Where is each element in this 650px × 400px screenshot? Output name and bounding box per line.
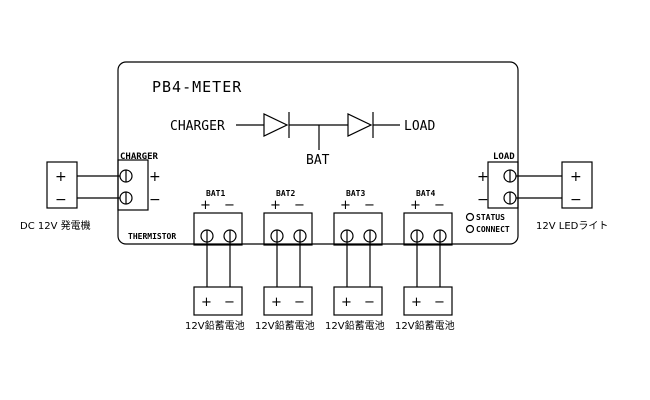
battery-3-box bbox=[333, 286, 383, 316]
bat1-port-plus: + bbox=[200, 198, 211, 213]
load-terminal-block bbox=[487, 161, 519, 209]
charger-terminal-block bbox=[117, 159, 149, 211]
led-light-label: 12V LEDライト bbox=[536, 220, 608, 232]
device-title: PB4-METER bbox=[152, 78, 242, 96]
bat3-terminal-block bbox=[333, 212, 383, 246]
charger-port-minus: − bbox=[149, 192, 161, 208]
charger-port-plus: + bbox=[149, 169, 161, 185]
bat1-terminal-block bbox=[193, 212, 243, 246]
bat4-port-minus: − bbox=[434, 198, 445, 213]
bat1-port-label: BAT1 bbox=[206, 189, 225, 198]
battery-1-minus: − bbox=[224, 295, 235, 310]
battery-2-plus: + bbox=[271, 295, 282, 310]
dc-generator-box bbox=[46, 161, 78, 209]
charger-port-label: CHARGER bbox=[120, 152, 159, 162]
bat3-port-label: BAT3 bbox=[346, 189, 365, 198]
battery-2-label: 12V鉛蓄電池 bbox=[255, 319, 315, 332]
dc-generator-label: DC 12V 発電機 bbox=[20, 219, 91, 232]
bat2-port-plus: + bbox=[270, 198, 281, 213]
battery-1-box bbox=[193, 286, 243, 316]
battery-4-box bbox=[403, 286, 453, 316]
bat3-port-plus: + bbox=[340, 198, 351, 213]
meter-enclosure bbox=[117, 61, 519, 245]
battery-2-minus: − bbox=[294, 295, 305, 310]
battery-1-label: 12V鉛蓄電池 bbox=[185, 319, 245, 332]
battery-4-plus: + bbox=[411, 295, 422, 310]
battery-3-minus: − bbox=[364, 295, 375, 310]
battery-2-box bbox=[263, 286, 313, 316]
battery-1-plus: + bbox=[201, 295, 212, 310]
dc-minus-sign: − bbox=[55, 192, 67, 208]
charger-path-label: CHARGER bbox=[170, 119, 225, 134]
load-port-plus: + bbox=[477, 169, 489, 185]
battery-port-labels: BAT1+−+−12V鉛蓄電池BAT2+−+−12V鉛蓄電池BAT3+−+−12… bbox=[185, 189, 455, 332]
led-light-box bbox=[561, 161, 593, 209]
status-indicator bbox=[465, 212, 475, 222]
bat1-port-minus: − bbox=[224, 198, 235, 213]
connect-label: CONNECT bbox=[476, 225, 510, 234]
bat2-port-label: BAT2 bbox=[276, 189, 295, 198]
connect-indicator bbox=[465, 224, 475, 234]
diode-1-symbol bbox=[263, 113, 289, 137]
diode-2-symbol bbox=[347, 113, 373, 137]
bat4-port-label: BAT4 bbox=[416, 189, 435, 198]
bat2-terminal-block bbox=[263, 212, 313, 246]
load-port-minus: − bbox=[477, 192, 489, 208]
battery-ports bbox=[193, 212, 453, 316]
load-port-label: LOAD bbox=[493, 152, 515, 162]
status-label: STATUS bbox=[476, 213, 505, 222]
battery-3-label: 12V鉛蓄電池 bbox=[325, 319, 385, 332]
bat4-port-plus: + bbox=[410, 198, 421, 213]
bat3-port-minus: − bbox=[364, 198, 375, 213]
bat2-port-minus: − bbox=[294, 198, 305, 213]
battery-4-label: 12V鉛蓄電池 bbox=[395, 319, 455, 332]
bat4-terminal-block bbox=[403, 212, 453, 246]
dc-plus-sign: + bbox=[55, 169, 67, 185]
led-plus-sign: + bbox=[570, 169, 582, 185]
led-minus-sign: − bbox=[570, 192, 582, 208]
load-path-label: LOAD bbox=[404, 119, 435, 134]
thermistor-label: THERMISTOR bbox=[128, 232, 176, 241]
battery-3-plus: + bbox=[341, 295, 352, 310]
bat-path-label: BAT bbox=[306, 153, 330, 168]
battery-4-minus: − bbox=[434, 295, 445, 310]
